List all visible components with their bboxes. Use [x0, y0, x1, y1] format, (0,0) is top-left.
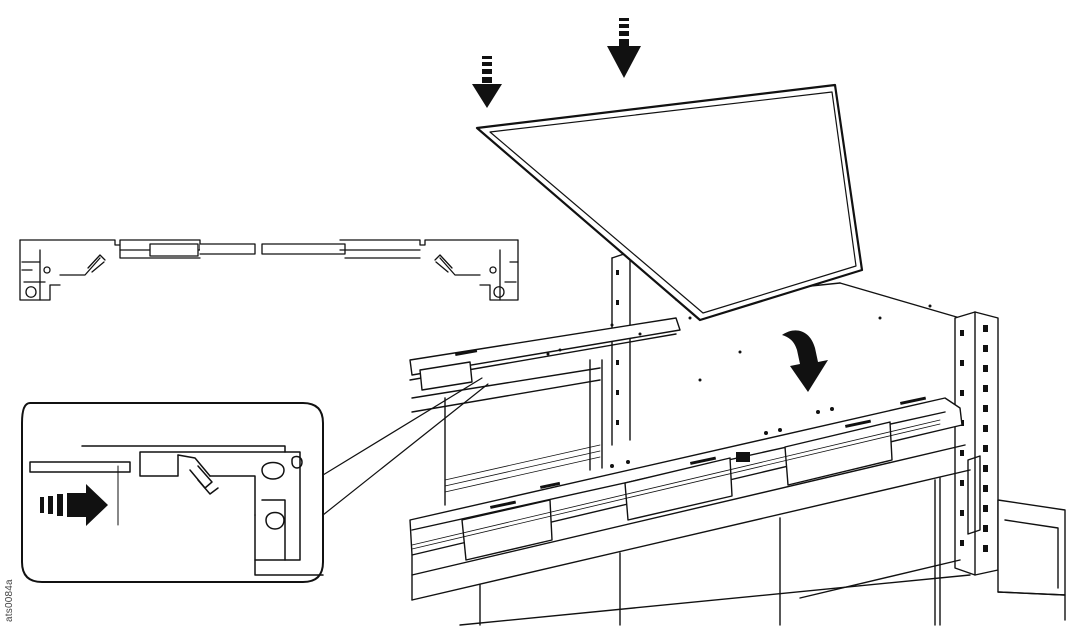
push-arrow — [40, 484, 108, 526]
curved-insert-arrow — [782, 330, 828, 392]
rail-cross-section — [19, 239, 519, 301]
chassis — [409, 251, 1066, 626]
top-panel — [475, 83, 864, 322]
figure-id-label: ats0084a — [4, 579, 15, 622]
detail-callout — [21, 377, 489, 583]
drop-arrow-left — [472, 56, 502, 108]
drop-arrow-right — [607, 18, 641, 78]
